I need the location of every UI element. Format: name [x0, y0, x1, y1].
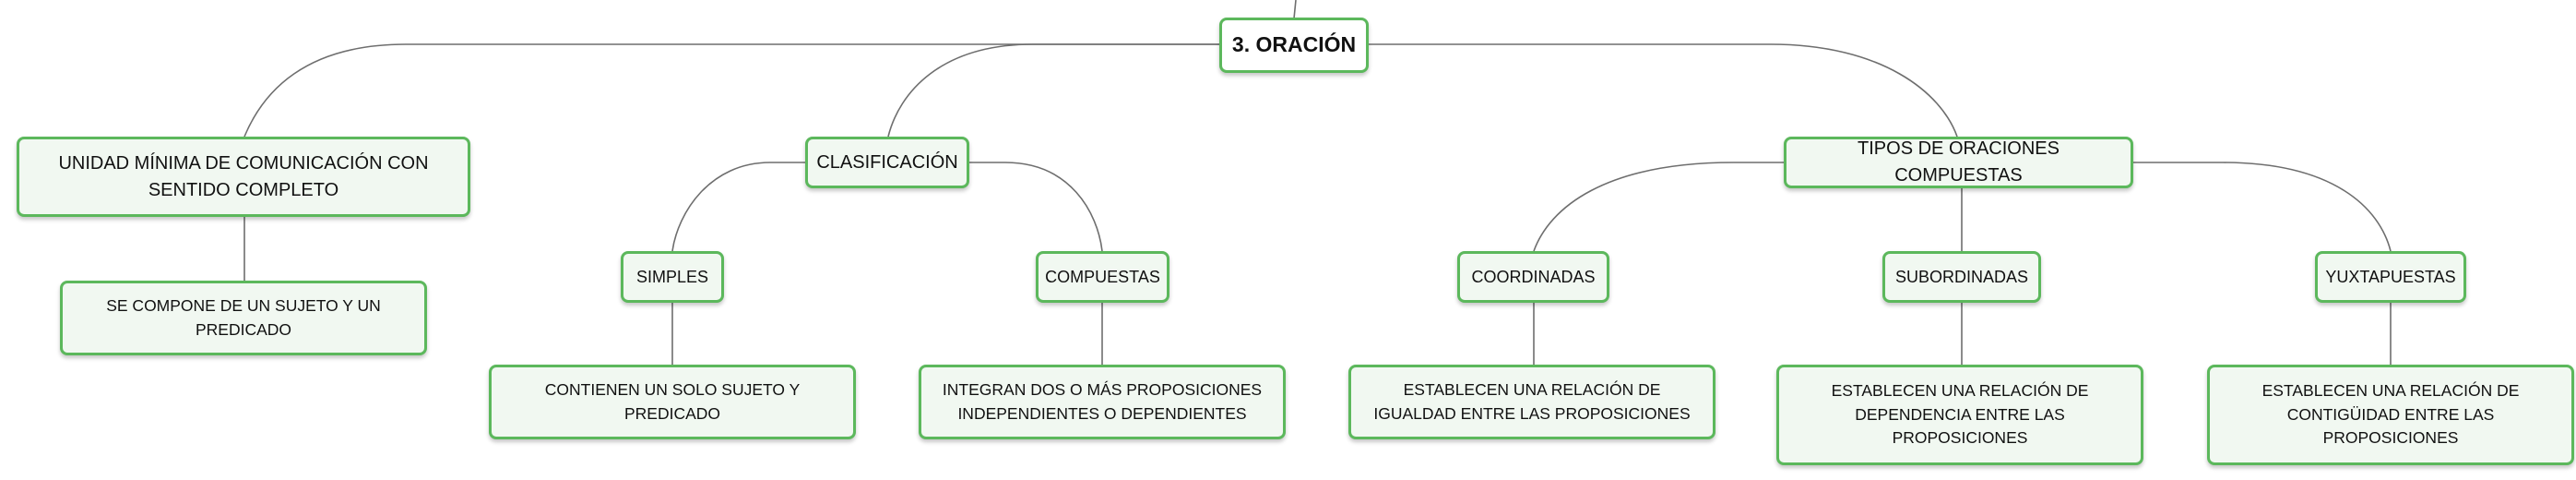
compound-detail-node[interactable]: INTEGRAN DOS O MÁS PROPOSICIONES INDEPEN…: [919, 365, 1286, 439]
subordinated-detail-label: ESTABLECEN UNA RELACIÓN DE DEPENDENCIA E…: [1831, 381, 2089, 448]
simple-detail-node[interactable]: CONTIENEN UN SOLO SUJETO Y PREDICADO: [489, 365, 856, 439]
connector-parent: [1293, 0, 1297, 19]
classification-node[interactable]: CLASIFICACIÓN: [805, 137, 969, 188]
juxtaposed-detail-label: ESTABLECEN UNA RELACIÓN DE CONTIGÜIDAD E…: [2261, 381, 2520, 448]
connector-types-coord: [1533, 162, 1784, 252]
juxtaposed-detail-node[interactable]: ESTABLECEN UNA RELACIÓN DE CONTIGÜIDAD E…: [2207, 365, 2574, 465]
subordinated-label: SUBORDINADAS: [1894, 267, 2029, 286]
juxtaposed-node[interactable]: YUXTAPUESTAS: [2315, 251, 2466, 303]
compound-types-label: TIPOS DE ORACIONES COMPUESTAS: [1858, 138, 2060, 186]
coordinated-label: COORDINADAS: [1471, 267, 1596, 286]
connector-root-classification: [887, 43, 1219, 138]
compound-node[interactable]: COMPUESTAS: [1036, 251, 1169, 303]
root-label: 3. ORACIÓN: [1231, 32, 1357, 57]
juxtaposed-label: YUXTAPUESTAS: [2325, 267, 2456, 286]
compound-types-node[interactable]: TIPOS DE ORACIONES COMPUESTAS: [1784, 137, 2133, 188]
definition-label: UNIDAD MÍNIMA DE COMUNICACIÓN CON SENTID…: [58, 152, 429, 200]
compound-label: COMPUESTAS: [1045, 267, 1160, 286]
classification-label: CLASIFICACIÓN: [816, 151, 958, 173]
definition-detail-label: SE COMPONE DE UN SUJETO Y UN PREDICADO: [106, 296, 381, 339]
simple-node[interactable]: SIMPLES: [621, 251, 724, 303]
coordinated-node[interactable]: COORDINADAS: [1457, 251, 1609, 303]
simple-detail-label: CONTIENEN UN SOLO SUJETO Y PREDICADO: [544, 380, 801, 423]
coordinated-detail-label: ESTABLECEN UNA RELACIÓN DE IGUALDAD ENTR…: [1373, 380, 1691, 423]
connector-class-compound: [969, 162, 1103, 252]
connector-root-definition: [243, 43, 1219, 138]
connector-root-types: [1369, 43, 1958, 138]
simple-label: SIMPLES: [635, 267, 709, 286]
coordinated-detail-node[interactable]: ESTABLECEN UNA RELACIÓN DE IGUALDAD ENTR…: [1348, 365, 1715, 439]
definition-node[interactable]: UNIDAD MÍNIMA DE COMUNICACIÓN CON SENTID…: [17, 137, 470, 217]
compound-detail-label: INTEGRAN DOS O MÁS PROPOSICIONES INDEPEN…: [942, 380, 1263, 423]
connector-types-yuxta: [2133, 162, 2392, 252]
subordinated-detail-node[interactable]: ESTABLECEN UNA RELACIÓN DE DEPENDENCIA E…: [1776, 365, 2143, 465]
connector-class-simple: [671, 162, 805, 252]
subordinated-node[interactable]: SUBORDINADAS: [1882, 251, 2041, 303]
definition-detail-node[interactable]: SE COMPONE DE UN SUJETO Y UN PREDICADO: [60, 281, 427, 355]
root-node[interactable]: 3. ORACIÓN: [1219, 18, 1369, 73]
